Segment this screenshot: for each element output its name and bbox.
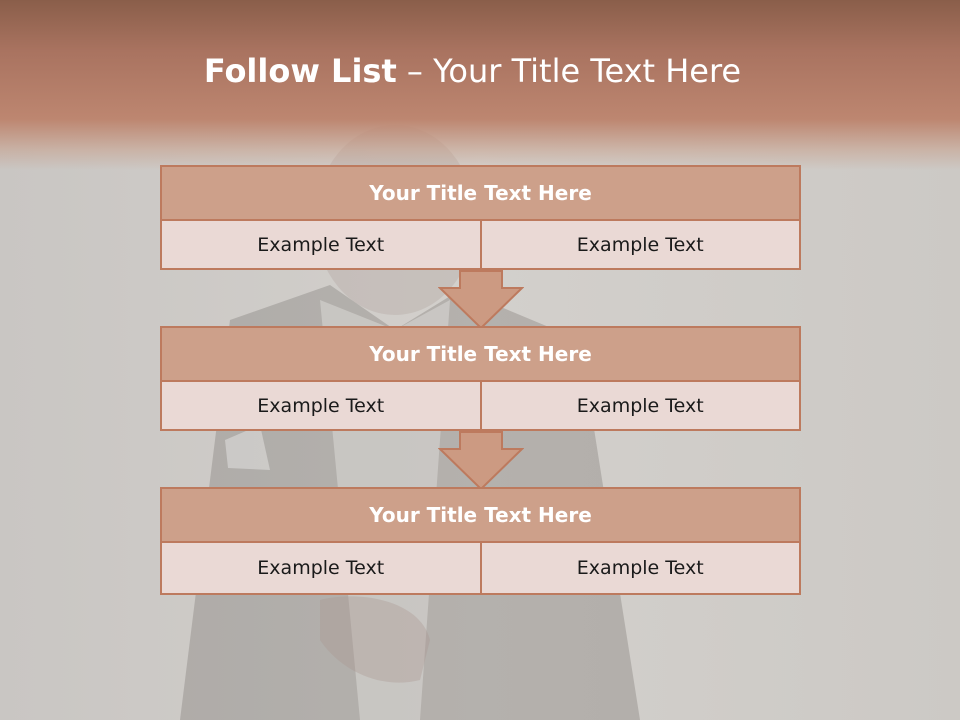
list-block: Your Title Text Here Example Text Exampl… xyxy=(160,326,801,431)
block-cell-left: Example Text xyxy=(160,382,481,431)
slide-title: Follow List – Your Title Text Here xyxy=(0,52,945,90)
block-row: Example Text Example Text xyxy=(160,543,801,595)
header-band xyxy=(0,0,960,170)
down-arrow-icon xyxy=(438,431,524,491)
down-arrow-icon xyxy=(438,270,524,330)
list-block: Your Title Text Here Example Text Exampl… xyxy=(160,165,801,270)
block-cell-right: Example Text xyxy=(480,221,801,270)
block-title: Your Title Text Here xyxy=(160,165,801,221)
list-block: Your Title Text Here Example Text Exampl… xyxy=(160,487,801,595)
block-cell-right: Example Text xyxy=(480,543,801,595)
title-bold: Follow List xyxy=(203,52,397,90)
title-separator: – xyxy=(396,52,434,90)
block-row: Example Text Example Text xyxy=(160,382,801,431)
block-cell-left: Example Text xyxy=(160,221,481,270)
block-cell-left: Example Text xyxy=(160,543,481,595)
block-cell-right: Example Text xyxy=(480,382,801,431)
block-title: Your Title Text Here xyxy=(160,487,801,543)
block-title: Your Title Text Here xyxy=(160,326,801,382)
title-rest: Your Title Text Here xyxy=(433,52,742,90)
block-row: Example Text Example Text xyxy=(160,221,801,270)
